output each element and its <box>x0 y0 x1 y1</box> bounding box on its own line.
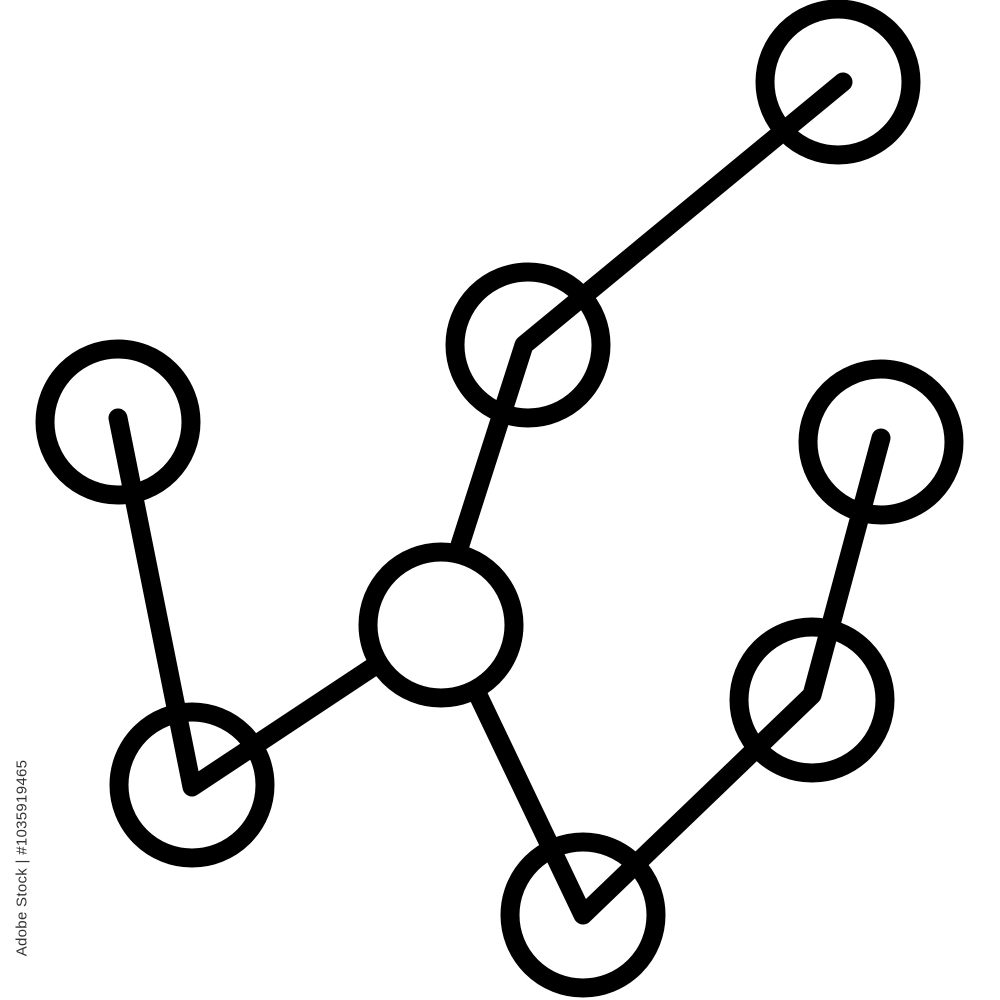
line-left-branch <box>108 408 383 797</box>
node-right <box>798 359 964 525</box>
node-upper-middle <box>445 262 611 428</box>
node-bottom-center <box>500 832 666 998</box>
node-top-right <box>755 0 921 165</box>
line-lower-right-branch <box>468 428 891 925</box>
node-top-left <box>35 339 201 505</box>
connector-lines <box>108 72 891 925</box>
graph-nodes <box>35 0 964 998</box>
line-upper-branch <box>450 72 853 555</box>
node-center-hub <box>358 542 524 708</box>
node-bottom-left <box>109 702 275 868</box>
node-lower-right <box>729 617 895 783</box>
